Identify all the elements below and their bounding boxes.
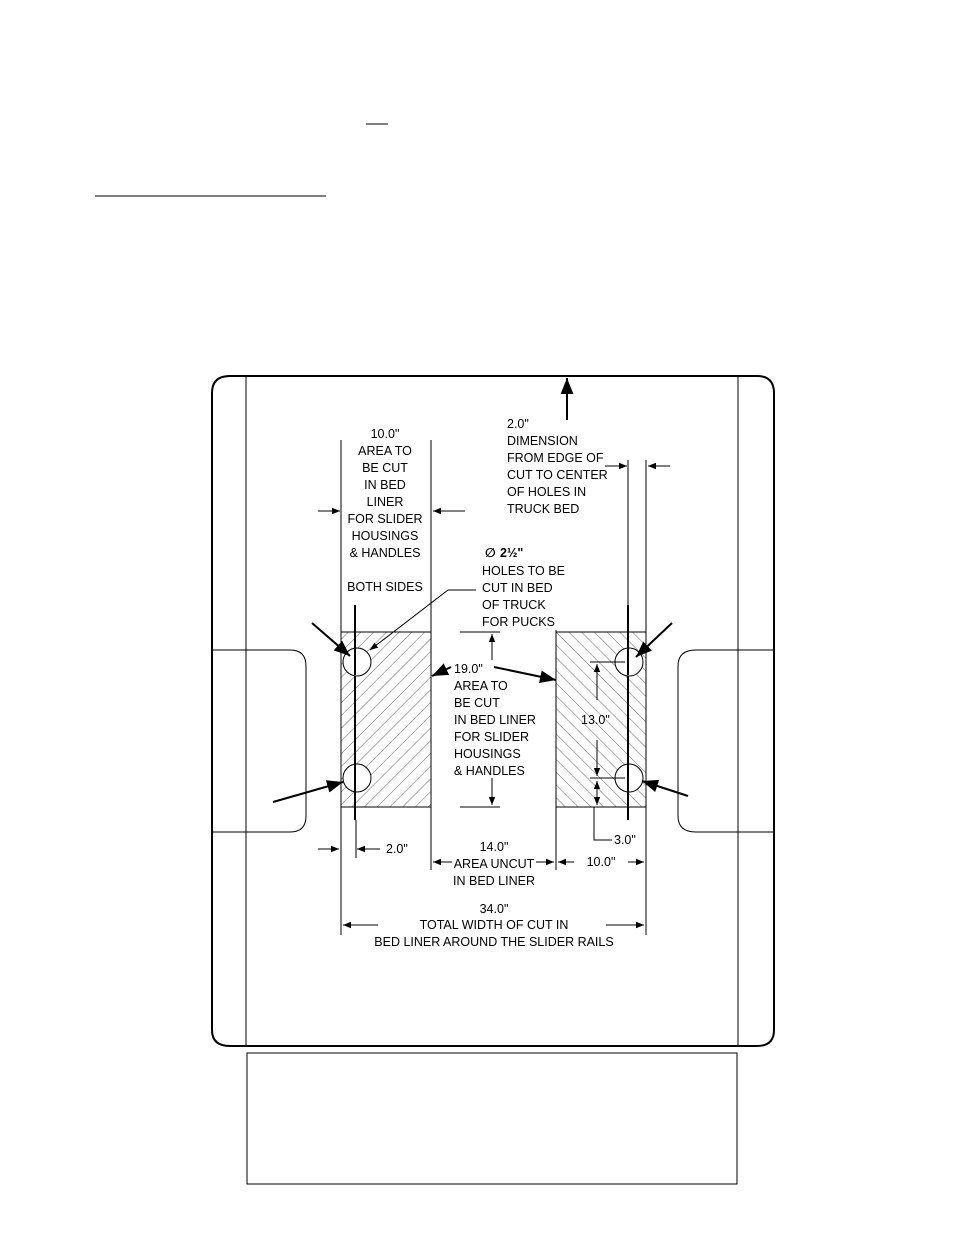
- svg-text:∅: ∅: [485, 546, 496, 560]
- svg-text:HOUSINGS: HOUSINGS: [352, 529, 419, 543]
- svg-text:FROM EDGE OF: FROM EDGE OF: [507, 451, 604, 465]
- svg-text:BOTH SIDES: BOTH SIDES: [347, 580, 423, 594]
- svg-text:OF HOLES IN: OF HOLES IN: [507, 485, 586, 499]
- svg-text:AREA TO: AREA TO: [358, 444, 412, 458]
- center-area-arrow-right: [493, 666, 557, 683]
- svg-text:TRUCK BED: TRUCK BED: [507, 502, 579, 516]
- dim-3-label: 3.0": [614, 833, 636, 847]
- svg-text:IN BED LINER: IN BED LINER: [453, 874, 535, 888]
- svg-text:IN BED LINER: IN BED LINER: [454, 713, 536, 727]
- puck-hole-left-top: [342, 647, 372, 677]
- pointer-arrow-left-top: [311, 622, 351, 657]
- svg-text:CUT TO CENTER: CUT TO CENTER: [507, 468, 608, 482]
- wheel-well-left: [212, 649, 307, 833]
- svg-text:34.0": 34.0": [480, 902, 509, 916]
- svg-text:BE CUT: BE CUT: [362, 461, 408, 475]
- svg-text:HOLES TO BE: HOLES TO BE: [482, 564, 565, 578]
- svg-text:CUT IN BED: CUT IN BED: [482, 581, 553, 595]
- svg-text:14.0": 14.0": [480, 840, 509, 854]
- svg-text:2½": 2½": [500, 546, 523, 560]
- left-area-label: 10.0" AREA TO BE CUT IN BED LINER FOR SL…: [347, 427, 423, 594]
- pointer-arrow-left-bottom: [272, 780, 344, 803]
- svg-text:IN BED: IN BED: [364, 478, 406, 492]
- pointer-arrow-right-bottom: [641, 779, 689, 797]
- svg-text:FOR SLIDER: FOR SLIDER: [454, 730, 529, 744]
- svg-text:2.0": 2.0": [507, 417, 529, 431]
- svg-text:& HANDLES: & HANDLES: [350, 546, 421, 560]
- puck-hole-left-bottom: [342, 763, 372, 793]
- total-width-label: 34.0" TOTAL WIDTH OF CUT IN BED LINER AR…: [374, 902, 613, 949]
- svg-text:OF TRUCK: OF TRUCK: [482, 598, 546, 612]
- svg-text:HOUSINGS: HOUSINGS: [454, 747, 521, 761]
- svg-text:19.0": 19.0": [454, 662, 483, 676]
- dim-2-bottom-label: 2.0": [386, 842, 408, 856]
- dim-10-right-label: 10.0": [587, 855, 616, 869]
- top-dimension-label: 2.0" DIMENSION FROM EDGE OF CUT TO CENTE…: [507, 417, 608, 516]
- svg-text:FOR PUCKS: FOR PUCKS: [482, 615, 555, 629]
- svg-text:BED LINER AROUND THE SLIDER RA: BED LINER AROUND THE SLIDER RAILS: [374, 935, 613, 949]
- svg-text:& HANDLES: & HANDLES: [454, 764, 525, 778]
- uncut-area-label: 14.0" AREA UNCUT IN BED LINER: [453, 840, 535, 888]
- svg-text:TOTAL WIDTH OF CUT IN: TOTAL WIDTH OF CUT IN: [420, 918, 569, 932]
- wheel-well-right: [677, 649, 774, 833]
- svg-text:AREA TO: AREA TO: [454, 679, 508, 693]
- center-area-label: 19.0" AREA TO BE CUT IN BED LINER FOR SL…: [454, 662, 536, 778]
- holes-leader-line: [369, 589, 476, 651]
- svg-text:DIMENSION: DIMENSION: [507, 434, 578, 448]
- svg-text:10.0": 10.0": [371, 427, 400, 441]
- truck-bed-outline: [211, 375, 775, 1047]
- title-block: [246, 1052, 738, 1185]
- svg-text:FOR SLIDER: FOR SLIDER: [347, 512, 422, 526]
- svg-text:BE CUT: BE CUT: [454, 696, 500, 710]
- holes-label: ∅ 2½" HOLES TO BE CUT IN BED OF TRUCK FO…: [482, 546, 565, 629]
- dim-3-leader: [593, 807, 612, 841]
- dim-13-label: 13.0": [581, 713, 610, 727]
- svg-text:AREA UNCUT: AREA UNCUT: [454, 857, 535, 871]
- svg-text:LINER: LINER: [367, 495, 404, 509]
- center-area-arrow-left: [431, 663, 452, 677]
- pointer-arrow-right-top: [635, 622, 673, 658]
